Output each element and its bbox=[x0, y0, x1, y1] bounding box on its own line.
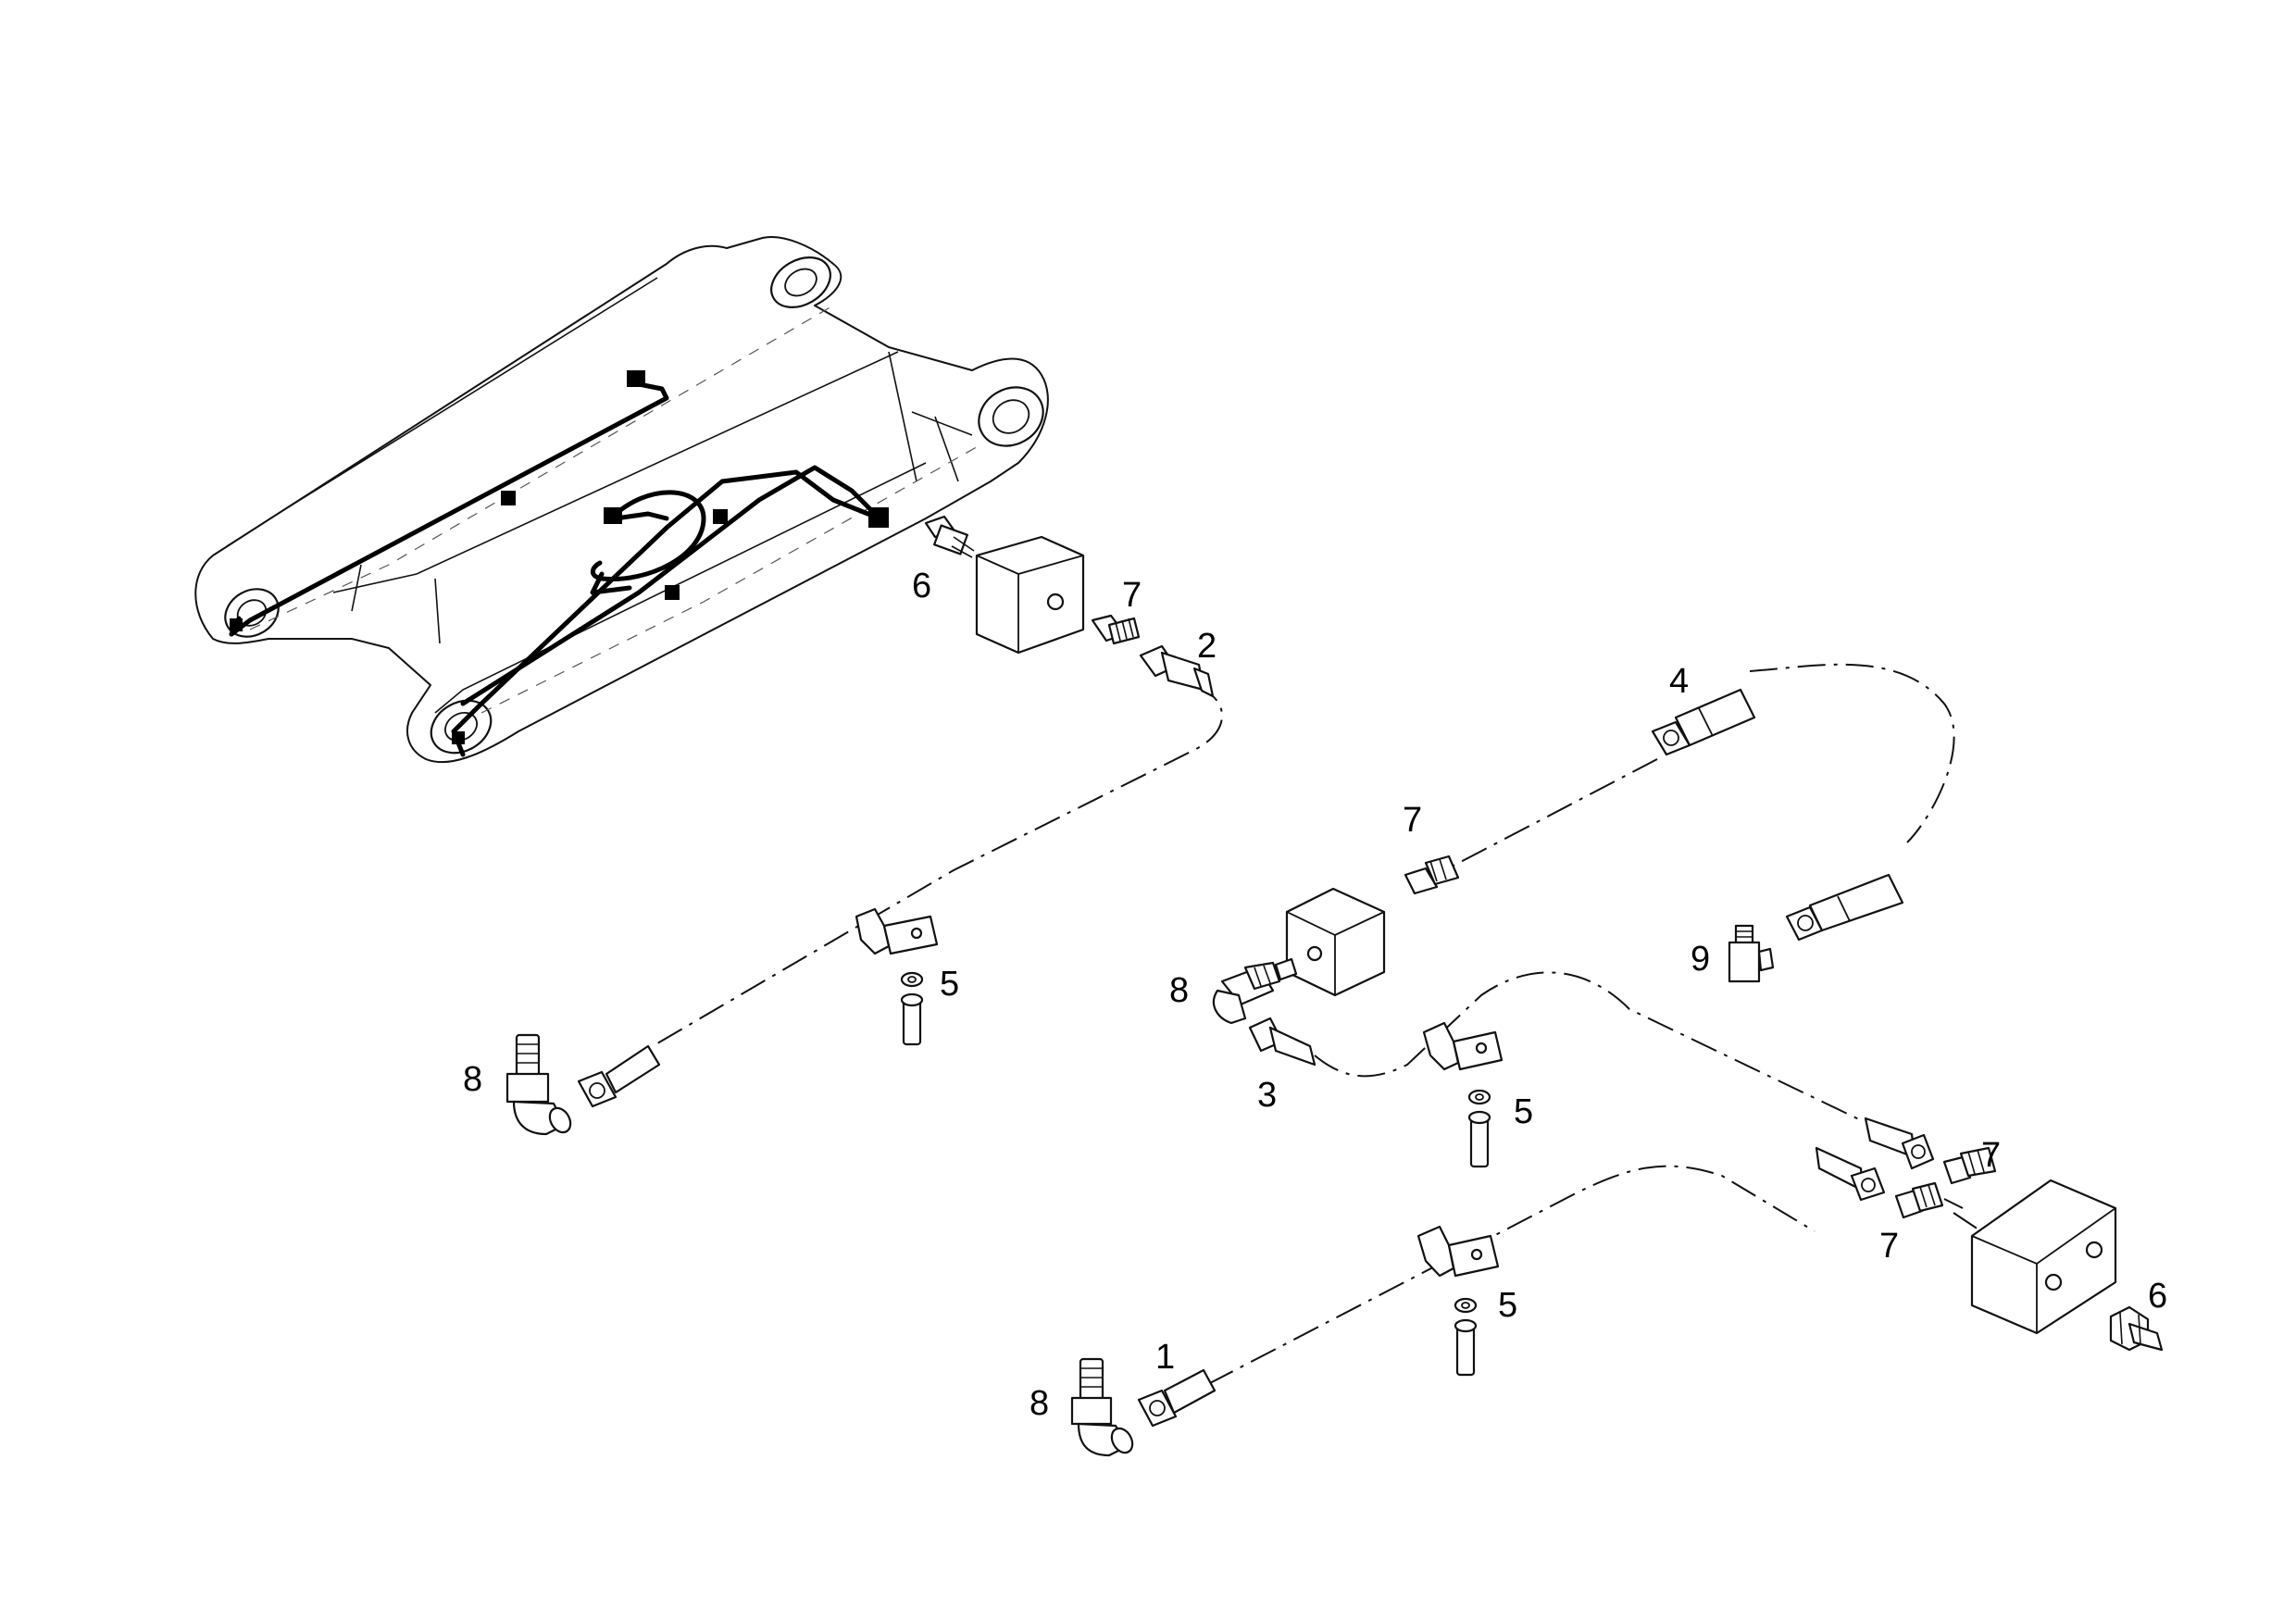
callout-8-bottom: 8 bbox=[1029, 1384, 1049, 1423]
harness-connector-top bbox=[627, 370, 645, 387]
upper-junction-block bbox=[975, 535, 1085, 655]
hose-4 bbox=[1651, 688, 1756, 756]
hose-end-3 bbox=[1248, 1017, 1316, 1067]
callout-7-upper: 7 bbox=[1122, 576, 1142, 615]
pipe-routes bbox=[652, 663, 1982, 1385]
callout-5-lower: 5 bbox=[1498, 1286, 1517, 1325]
hose-4-lower-end bbox=[1785, 873, 1904, 942]
callout-6-upper: 6 bbox=[912, 567, 931, 605]
pressure-switch-6-lower bbox=[2109, 1305, 2164, 1352]
clamp-5-lower bbox=[1416, 1225, 1500, 1377]
middle-junction-block bbox=[1285, 887, 1386, 997]
harness-clip bbox=[501, 491, 516, 505]
hose-end-left bbox=[577, 1044, 661, 1108]
callout-7-lower-right: 7 bbox=[1981, 1136, 2001, 1175]
callout-9: 9 bbox=[1691, 940, 1710, 979]
wiring-harness bbox=[229, 370, 889, 757]
callout-5-left: 5 bbox=[940, 965, 959, 1004]
callout-6-lower: 6 bbox=[2148, 1277, 2167, 1316]
hose-fitting-1 bbox=[1137, 1368, 1217, 1428]
callout-2: 2 bbox=[1197, 627, 1217, 666]
elbow-fitting-8-middle bbox=[1212, 957, 1298, 1025]
lower-junction-block bbox=[1970, 1179, 2117, 1335]
harness-clip bbox=[665, 585, 680, 600]
harness-end bbox=[452, 731, 465, 744]
elbow-fitting-8-bottom bbox=[1070, 1357, 1134, 1457]
tee-fitting-9 bbox=[1728, 924, 1775, 983]
callout-labels: 2 6 7 4 7 9 8 3 5 5 8 7 7 6 5 1 8 bbox=[463, 567, 2167, 1423]
callout-4: 4 bbox=[1669, 662, 1689, 701]
hose-end-lower-right bbox=[1815, 1146, 1886, 1202]
adapter-7-middle bbox=[1404, 855, 1460, 895]
harness-connector-right bbox=[868, 507, 889, 528]
adapter-7-lower-b bbox=[1894, 1181, 1944, 1219]
hose-fitting-2 bbox=[1139, 644, 1215, 698]
harness-clip bbox=[713, 509, 728, 524]
harness-end bbox=[230, 618, 243, 631]
adapter-7-upper bbox=[1091, 614, 1141, 645]
callout-7-middle: 7 bbox=[1403, 801, 1422, 840]
callout-8-middle: 8 bbox=[1169, 971, 1189, 1010]
callout-5-middle: 5 bbox=[1514, 1092, 1533, 1131]
adapter-7-lower-a bbox=[1942, 1146, 1997, 1185]
callout-8-left: 8 bbox=[463, 1060, 482, 1099]
elbow-fitting-8-left bbox=[505, 1033, 572, 1136]
swing-arm-frame bbox=[194, 236, 1049, 764]
callout-7-lower-left: 7 bbox=[1879, 1227, 1899, 1266]
hose-end-upper-right bbox=[1864, 1117, 1935, 1170]
callout-1: 1 bbox=[1155, 1338, 1175, 1377]
harness-connector bbox=[604, 507, 622, 524]
clamp-5-middle bbox=[1422, 1021, 1504, 1168]
callout-3: 3 bbox=[1257, 1076, 1277, 1115]
pressure-switch-6-upper bbox=[924, 515, 975, 558]
clamp-5-left bbox=[855, 907, 939, 1046]
